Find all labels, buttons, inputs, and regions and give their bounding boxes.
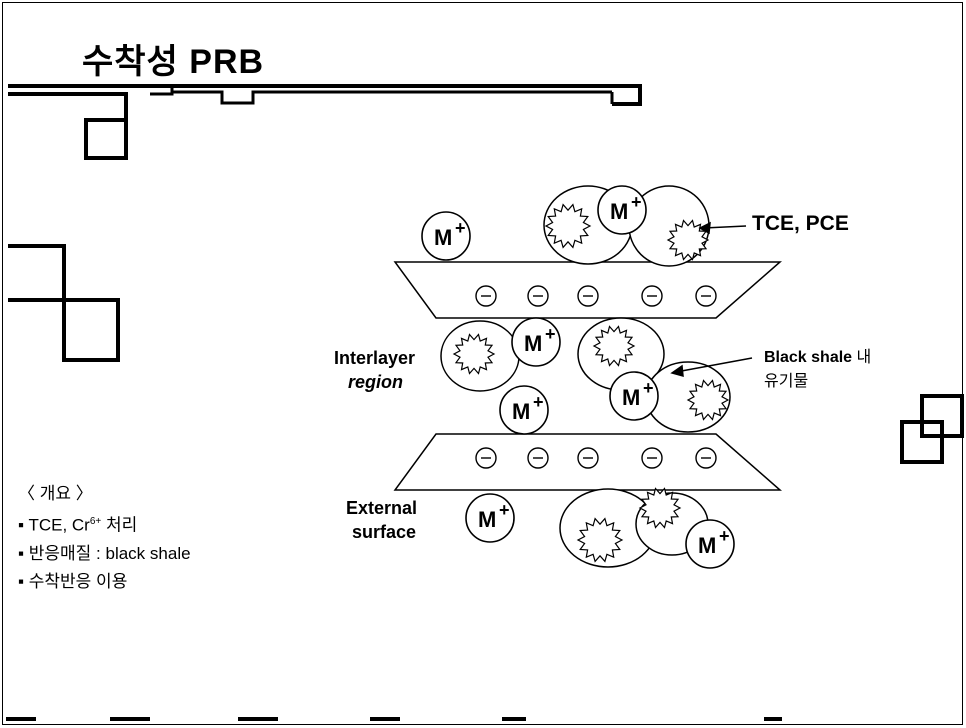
cation-charge: + (533, 392, 544, 412)
anion-marker (642, 448, 662, 468)
cation-charge: + (455, 218, 466, 238)
cation-top-cluster: M+ (598, 186, 646, 234)
cation-label: M (698, 533, 716, 558)
cation-external-left: M+ (466, 494, 514, 542)
label-external-line2: surface (346, 520, 417, 544)
summary-item-1-sup: 6+ (90, 516, 101, 527)
cation-label: M (622, 385, 640, 410)
label-tce-pce: TCE, PCE (752, 212, 849, 236)
cation-charge: + (545, 324, 556, 344)
cation-interlayer-mid: M+ (500, 386, 548, 434)
anion-marker (642, 286, 662, 306)
cation-label: M (524, 331, 542, 356)
cation-label: M (512, 399, 530, 424)
label-interlayer-line1: Interlayer (334, 346, 415, 370)
anion-marker (578, 286, 598, 306)
summary-item-1: ▪ TCE, Cr6+ 처리 (18, 508, 191, 540)
bullet-icon: ▪ (18, 516, 24, 535)
cation-charge: + (631, 192, 642, 212)
cation-charge: + (719, 526, 730, 546)
summary-item-1-text: TCE, Cr (28, 516, 89, 535)
cation-charge: + (499, 500, 510, 520)
summary-item-1-after: 처리 (101, 516, 137, 535)
summary-item-3-text: 수착반응 이용 (29, 572, 128, 591)
bullet-icon: ▪ (18, 572, 24, 591)
label-interlayer-line2: region (334, 370, 415, 394)
cation-external-right: M+ (686, 520, 734, 568)
anion-marker (578, 448, 598, 468)
summary-heading: 〈 개요 〉 (18, 480, 191, 508)
anion-marker (696, 286, 716, 306)
summary-item-2-text: 반응매질 : black shale (29, 544, 191, 563)
summary-item-3: ▪ 수착반응 이용 (18, 568, 191, 596)
anion-marker (528, 286, 548, 306)
anion-marker (696, 448, 716, 468)
label-external-line1: External (346, 496, 417, 520)
decorative-right-squares (902, 396, 962, 462)
label-black-shale-suffix: 내 (852, 349, 871, 366)
decorative-left-squares (8, 246, 118, 360)
decorative-bottom-marks (6, 717, 961, 723)
bullet-icon: ▪ (18, 544, 24, 563)
summary-item-2: ▪ 반응매질 : black shale (18, 540, 191, 568)
summary-box: 〈 개요 〉 ▪ TCE, Cr6+ 처리 ▪ 반응매질 : black sha… (18, 480, 191, 596)
cation-charge: + (643, 378, 654, 398)
cation-interlayer-right: M+ (610, 372, 658, 420)
label-interlayer: Interlayer region (334, 346, 415, 394)
label-black-shale-text: Black shale (764, 349, 852, 366)
label-organic: 유기물 (764, 370, 871, 394)
cation-label: M (434, 225, 452, 250)
cation-top-left: M+ (422, 212, 470, 260)
label-external: External surface (346, 496, 417, 544)
anion-marker (528, 448, 548, 468)
cation-interlayer-left: M+ (512, 318, 560, 366)
cation-label: M (478, 507, 496, 532)
label-black-shale: Black shale 내 유기물 (764, 346, 871, 394)
anion-marker (476, 448, 496, 468)
cation-label: M (610, 199, 628, 224)
decorative-header-lines (8, 86, 640, 158)
anion-marker (476, 286, 496, 306)
